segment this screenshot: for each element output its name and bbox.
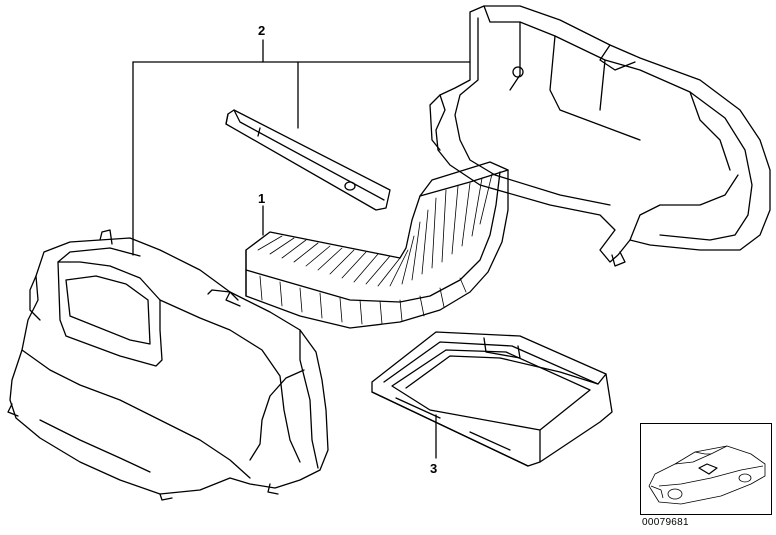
vehicle-thumbnail (640, 423, 772, 515)
filter-element-part (245, 161, 509, 329)
upper-housing-part (429, 5, 771, 267)
callout-label-3: 3 (430, 461, 438, 476)
callout-label-2: 2 (258, 23, 266, 38)
seal-strip-part (225, 109, 391, 211)
lower-housing-part (7, 229, 329, 501)
car-icon (648, 445, 766, 505)
filter-frame-part (371, 331, 613, 467)
callout-2-leaders (132, 39, 471, 256)
reference-code: 00079681 (642, 517, 689, 528)
callout-label-1: 1 (258, 191, 266, 206)
